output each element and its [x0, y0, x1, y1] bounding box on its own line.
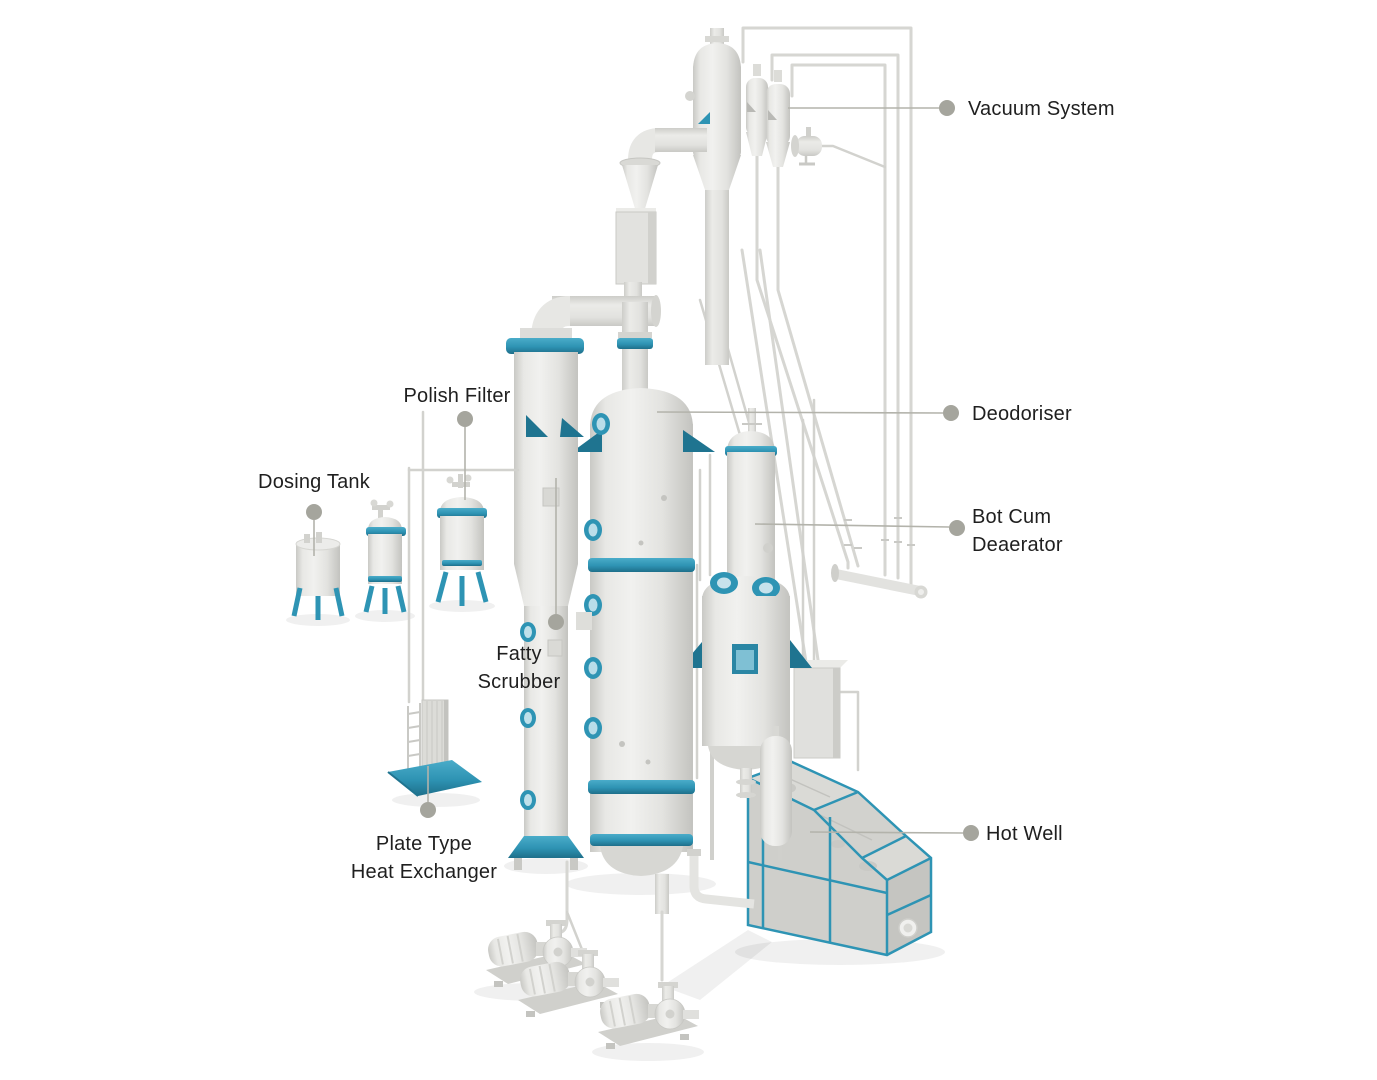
label-dot	[963, 825, 979, 841]
label-dot	[420, 802, 436, 818]
cyclone-separator	[615, 128, 707, 298]
label-dot	[949, 520, 965, 536]
label-fatty-scrubber-line1: Fatty	[496, 643, 542, 665]
plate-heat-exchanger-unit	[387, 699, 482, 797]
deodoriser-vessel	[572, 388, 715, 914]
accumulator-vessel	[760, 726, 792, 846]
label-vacuum-system: Vacuum System	[968, 95, 1115, 123]
left-thin-pipes	[407, 410, 520, 704]
label-deodoriser: Deodoriser	[972, 400, 1072, 428]
label-polish-filter: Polish Filter	[403, 382, 510, 410]
label-dot	[943, 405, 959, 421]
label-plate-heat-exchanger-line1: Plate Type	[375, 833, 473, 855]
label-dot	[306, 504, 322, 520]
label-plate-heat-exchanger: Plate Type Heat Exchanger	[351, 830, 497, 886]
label-dot	[939, 100, 955, 116]
label-plate-heat-exchanger-line2: Heat Exchanger	[350, 861, 498, 883]
label-polish-filter-text: Polish Filter	[403, 385, 511, 407]
label-hot-well: Hot Well	[986, 820, 1063, 848]
dosing-tank-vessel	[291, 532, 345, 620]
vacuum-manifold	[831, 564, 928, 599]
piping-network	[695, 26, 915, 780]
label-dot	[548, 614, 564, 630]
label-dosing-tank-text: Dosing Tank	[258, 471, 370, 493]
label-vacuum-system-text: Vacuum System	[968, 98, 1115, 120]
label-bot-cum-deaerator: Bot Cum Deaerator	[972, 503, 1063, 559]
leader-lines	[306, 100, 979, 841]
label-hot-well-text: Hot Well	[986, 823, 1063, 845]
label-fatty-scrubber-line2: Scrubber	[477, 671, 561, 693]
polish-filter-vessels	[363, 474, 489, 614]
label-bot-cum-deaerator-line2: Deaerator	[972, 534, 1063, 556]
label-fatty-scrubber: Fatty Scrubber	[478, 640, 561, 696]
label-deodoriser-text: Deodoriser	[972, 403, 1072, 425]
fatty-scrubber-vessel	[506, 328, 592, 870]
label-dot	[457, 411, 473, 427]
label-bot-cum-deaerator-line1: Bot Cum	[972, 506, 1052, 528]
label-dosing-tank: Dosing Tank	[258, 468, 370, 496]
junction-box	[793, 660, 860, 772]
